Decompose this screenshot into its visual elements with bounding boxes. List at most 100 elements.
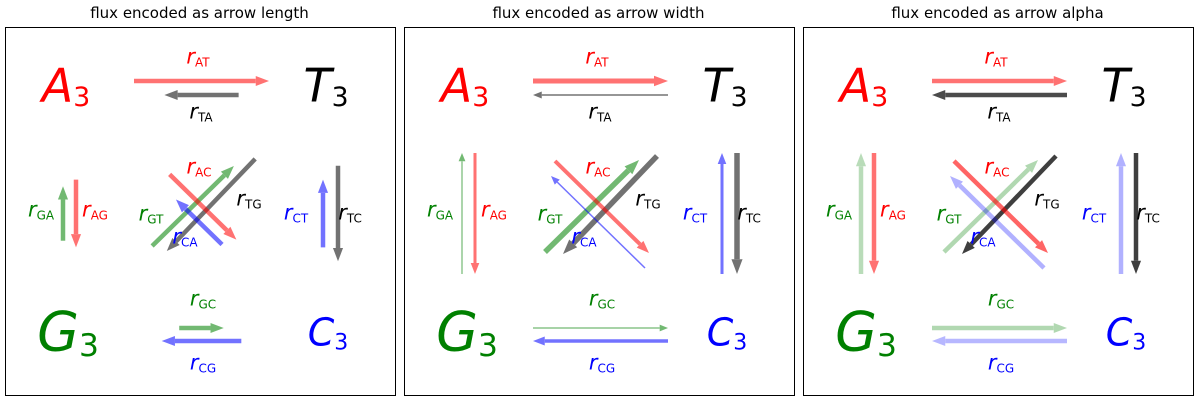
node-label-t-subscript: 3: [1129, 82, 1147, 114]
rate-label-ca-subscript: CA: [181, 235, 198, 250]
rate-label-ac-symbol: r: [186, 154, 196, 179]
rate-label-ta: rTA: [189, 101, 212, 124]
arrow-at: [932, 75, 1067, 87]
rate-label-ag-subscript: AG: [489, 208, 507, 223]
rate-label-ag-subscript: AG: [90, 208, 108, 223]
rate-label-ac: rAC: [586, 156, 611, 179]
arrow-tc: [332, 165, 344, 262]
rate-label-ta-symbol: r: [987, 99, 997, 124]
rate-label-gt-subscript: GT: [147, 212, 164, 227]
rate-label-ca: rCA: [970, 226, 995, 249]
rate-label-ca-symbol: r: [571, 224, 581, 249]
arrows-canvas: [57, 75, 344, 347]
panel-title-length: flux encoded as arrow length: [90, 4, 309, 22]
rate-label-ac: rAC: [187, 156, 212, 179]
rate-label-ct-symbol: r: [1081, 200, 1091, 225]
node-label-g: G3: [37, 305, 99, 365]
rate-label-tc-subscript: TC: [1144, 211, 1160, 226]
rate-label-tg-symbol: r: [236, 186, 246, 211]
rate-label-gt-symbol: r: [138, 201, 148, 226]
node-label-c-symbol: C: [1105, 310, 1133, 355]
arrow-tg: [563, 154, 659, 254]
rate-label-tc: rTC: [338, 202, 362, 225]
rate-label-tc-subscript: TC: [346, 211, 362, 226]
rate-label-ca: rCA: [571, 226, 596, 249]
rate-label-ac-symbol: r: [984, 154, 994, 179]
node-label-a-subscript: 3: [871, 82, 889, 114]
rate-label-at-subscript: AT: [594, 55, 609, 70]
rate-label-cg: rCG: [589, 352, 615, 375]
rate-label-tc-symbol: r: [338, 200, 347, 225]
arrow-gc: [932, 322, 1067, 334]
arrow-ag: [868, 153, 880, 274]
arrows-canvas: [855, 75, 1142, 347]
node-label-g-symbol: G: [37, 300, 79, 364]
rate-label-ag-symbol: r: [880, 197, 889, 222]
rate-label-ga: rGA: [826, 199, 852, 222]
node-label-a-subscript: 3: [73, 82, 91, 114]
node-label-t-symbol: T: [1101, 58, 1130, 113]
arrow-gc: [533, 324, 668, 332]
rate-label-ct: rCT: [1082, 202, 1106, 225]
rate-label-tc-symbol: r: [737, 200, 746, 225]
rate-label-ac-subscript: AC: [594, 165, 611, 180]
rate-label-ac: rAC: [985, 156, 1010, 179]
rate-label-ca-subscript: CA: [580, 235, 597, 250]
node-label-a-subscript: 3: [472, 82, 490, 114]
rate-label-at: rAT: [984, 46, 1007, 69]
rate-label-ga-subscript: GA: [36, 208, 55, 223]
arrow-ag: [470, 153, 480, 274]
arrow-tg: [166, 157, 257, 252]
arrow-gc: [179, 322, 224, 334]
rate-label-cg: rCG: [988, 352, 1014, 375]
rate-label-ct-symbol: r: [682, 200, 692, 225]
rate-label-ct-subscript: CT: [1090, 211, 1107, 226]
node-label-c-subscript: 3: [1132, 330, 1147, 356]
arrow-ca: [950, 176, 1046, 270]
arrow-ca: [551, 176, 646, 269]
node-label-a-symbol: A: [839, 58, 872, 113]
node-label-t-symbol: T: [303, 58, 332, 113]
rate-label-at-symbol: r: [984, 44, 994, 69]
rate-label-ca-subscript: CA: [979, 235, 996, 250]
rate-label-ag-symbol: r: [481, 197, 490, 222]
arrow-tc: [731, 153, 743, 274]
rate-label-ag: rAG: [82, 199, 108, 222]
rate-label-ta-symbol: r: [588, 99, 598, 124]
rate-label-gt-subscript: GT: [546, 212, 563, 227]
arrow-tc: [1130, 153, 1142, 274]
arrow-ct: [1115, 153, 1127, 274]
node-label-c: C3: [308, 314, 349, 355]
rate-label-ta-subscript: TA: [996, 110, 1011, 125]
node-label-g-subscript: 3: [78, 328, 99, 365]
node-label-t-symbol: T: [702, 58, 731, 113]
rate-label-at: rAT: [585, 46, 608, 69]
arrow-tg: [962, 154, 1058, 254]
rate-label-ac-symbol: r: [585, 154, 595, 179]
rate-label-ga: rGA: [427, 199, 453, 222]
rate-label-ta: rTA: [987, 101, 1010, 124]
rate-label-ga: rGA: [28, 199, 54, 222]
rate-label-gt-symbol: r: [936, 201, 946, 226]
rate-label-ac-subscript: AC: [195, 165, 212, 180]
rate-label-ct: rCT: [683, 202, 707, 225]
rate-label-tg-symbol: r: [635, 186, 645, 211]
rate-label-gt: rGT: [538, 203, 563, 226]
rate-label-tg-symbol: r: [1034, 186, 1044, 211]
arrow-at: [533, 75, 668, 87]
rate-label-gt-symbol: r: [537, 201, 547, 226]
arrow-ga: [57, 186, 69, 241]
rate-label-gt-subscript: GT: [945, 212, 962, 227]
rate-label-gc: rGC: [988, 288, 1014, 311]
rate-label-at-symbol: r: [585, 44, 595, 69]
rate-label-ga-subscript: GA: [435, 208, 454, 223]
rate-label-at: rAT: [186, 46, 209, 69]
rate-label-cg: rCG: [190, 352, 216, 375]
rate-label-gc-symbol: r: [189, 286, 199, 311]
node-label-g-subscript: 3: [876, 328, 897, 365]
rate-label-gc-subscript: GC: [198, 297, 217, 312]
arrow-ac: [553, 159, 649, 253]
rate-label-at-symbol: r: [186, 44, 196, 69]
